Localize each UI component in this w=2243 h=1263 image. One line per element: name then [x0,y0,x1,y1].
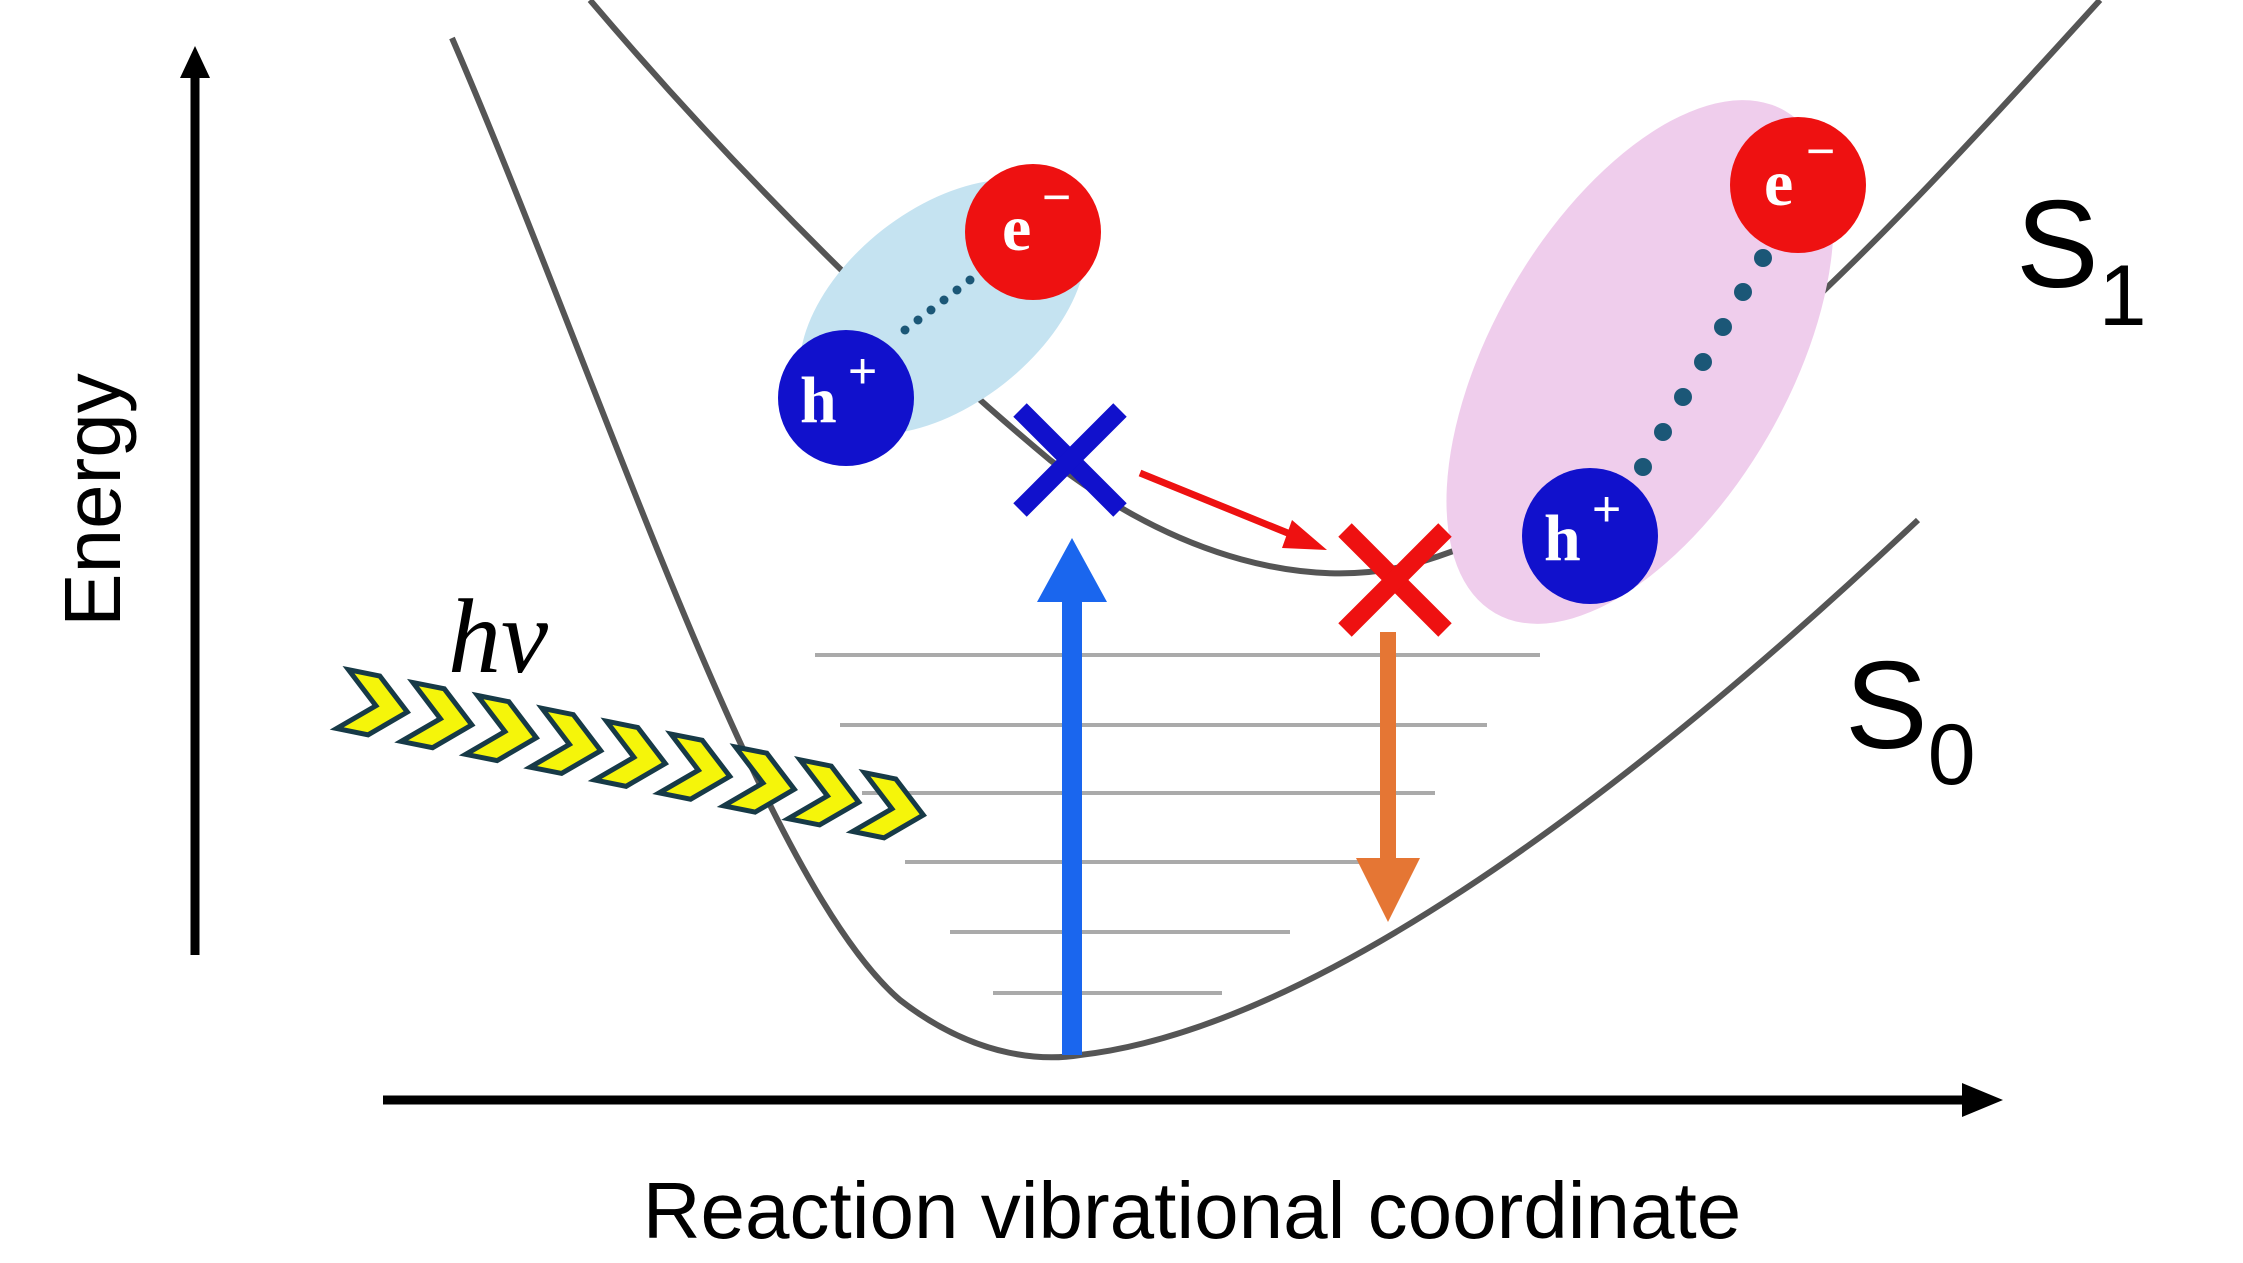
ground-state-label: S0 [1845,637,1976,803]
emission-arrow [1356,632,1420,922]
photon-chevron [394,678,476,751]
photon-chevron [845,768,928,841]
svg-text:−: − [1806,123,1835,179]
exciton-right: e − h + [1446,100,1866,624]
svg-text:h: h [800,364,837,437]
absorption-arrow [1037,538,1107,1055]
photon-chevron [587,717,670,789]
svg-text:e: e [1764,147,1793,220]
franck-condon-marker [1013,403,1127,517]
relaxed-minimum-marker [1338,523,1452,637]
coordinate-axis-label: Reaction vibrational coordinate [643,1166,1741,1255]
photon-label: hν [448,578,549,695]
exciton-left: e − h + [778,164,1101,466]
excited-state-curve [587,0,2103,577]
ground-state-curve [449,36,1921,1061]
svg-text:+: + [848,343,877,399]
photon-nu: ν [501,578,549,695]
relaxation-arrow [1138,469,1327,550]
photon-chevron [781,756,863,828]
photon-chevron [329,665,412,738]
photon-chevron [652,730,734,802]
photon-chevron [458,691,541,764]
vibrational-levels [815,653,1540,995]
svg-text:e: e [1002,192,1031,265]
energy-axis-label: Energy [48,373,137,626]
svg-text:h: h [1544,502,1581,575]
svg-text:+: + [1592,481,1621,537]
hole-left: h + [778,330,914,466]
coordinate-axis [383,1083,2003,1117]
energy-axis [180,46,210,955]
photon-chevron [523,704,605,777]
photon-chevron [716,743,799,815]
photon-chevrons [329,665,928,841]
excited-state-label: S1 [2016,176,2147,344]
hole-right: h + [1522,468,1658,604]
electron-right: e − [1730,117,1866,253]
photon-h: h [448,578,501,695]
svg-text:−: − [1042,169,1071,225]
electron-left: e − [965,164,1101,300]
exciton-right-dots [1634,249,1772,476]
